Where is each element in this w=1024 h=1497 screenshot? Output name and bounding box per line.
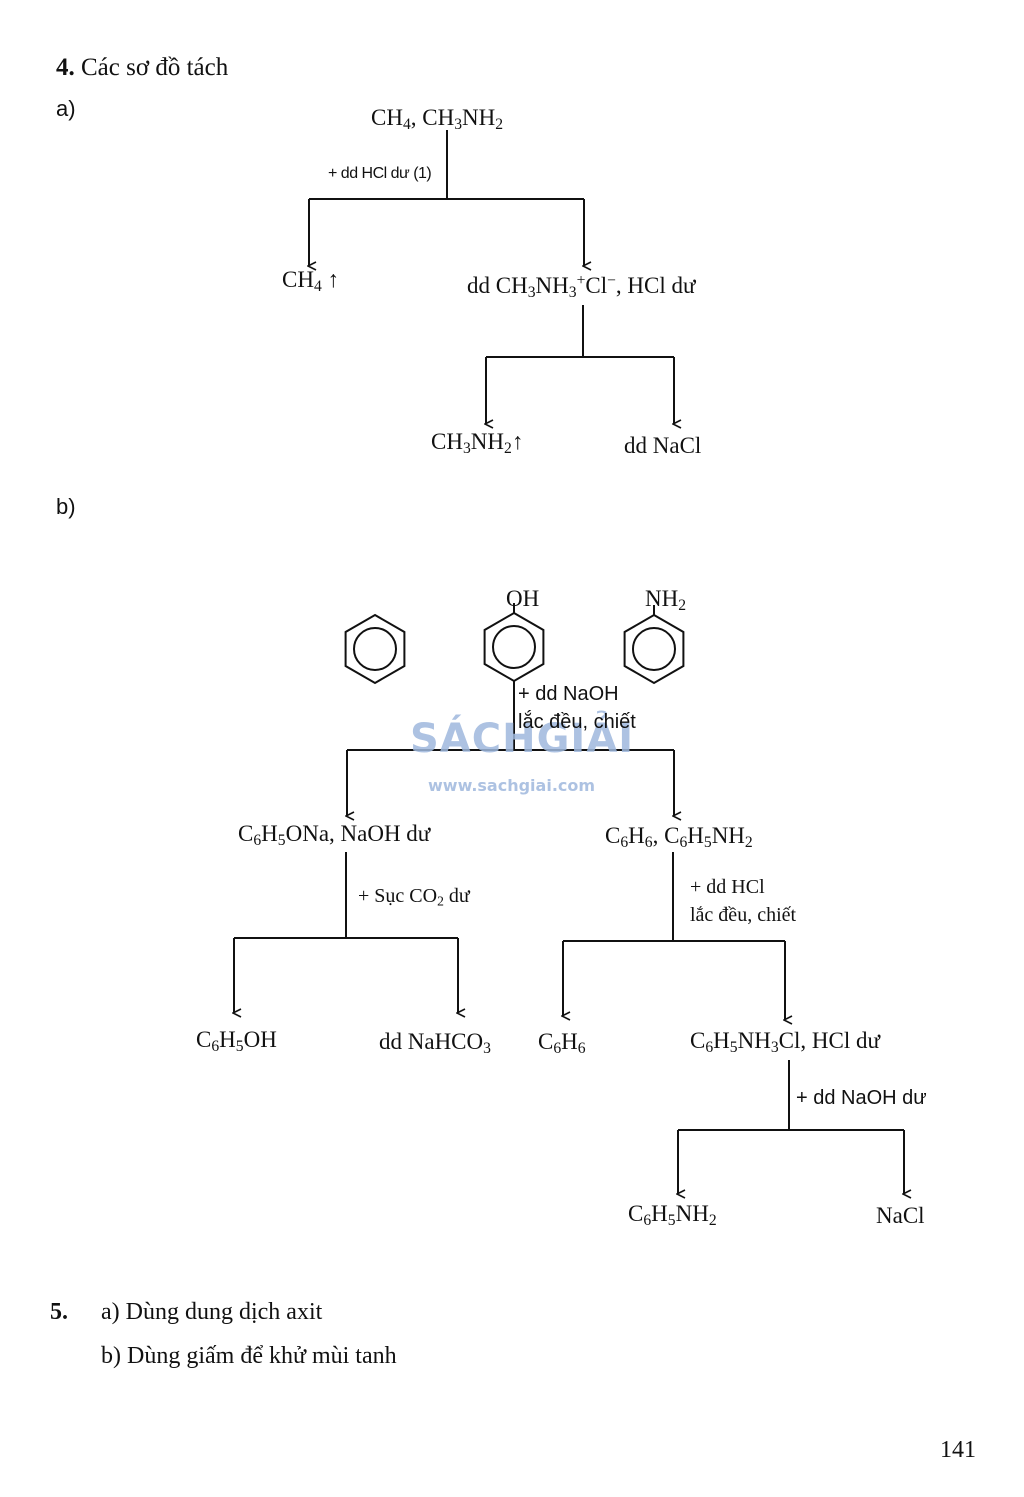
aniline-ring-icon — [623, 605, 685, 685]
benzene-ring-icon — [344, 613, 406, 685]
product-nahco3: dd NaHCO3 — [379, 1029, 491, 1057]
product-aniline: C6H5NH2 — [628, 1201, 717, 1229]
section-5-answer-b: b) Dùng giấm để khử mùi tanh — [101, 1343, 397, 1369]
section-4-number: 4. — [56, 54, 75, 81]
section-5-answer-a: a) Dùng dung dịch axit — [101, 1299, 323, 1325]
reagent-hcl-b-label: + dd HCl — [690, 876, 765, 898]
reagent-hcl-b-note: lắc đều, chiết — [690, 904, 797, 926]
product-ch4-gas: CH4 ↑ — [282, 267, 340, 295]
page-number: 141 — [940, 1437, 976, 1463]
phenol-ring-icon — [483, 603, 545, 683]
phenol-substituent-oh: OH — [506, 586, 540, 611]
aniline-substituent-nh2: NH2 — [645, 586, 687, 614]
solution-methylammonium: dd CH3NH3+Cl−, HCl dư — [467, 272, 696, 301]
product-nacl-solution: dd NaCl — [624, 433, 702, 458]
product-anilinium-chloride: C6H5NH3Cl, HCl dư — [690, 1028, 880, 1056]
start-mixture-a: CH4, CH3NH2 — [371, 105, 504, 133]
product-benzene: C6H6 — [538, 1029, 586, 1057]
watermark-url: www.sachgiai.com — [428, 776, 596, 795]
watermark-logo: SÁCHGIẢI — [410, 716, 635, 762]
branch-sodium-phenolate: C6H5ONa, NaOH dư — [238, 821, 431, 849]
product-ch3nh2-gas: CH3NH2↑ — [431, 429, 524, 457]
reagent-naoh-note: lắc đều, chiết — [518, 711, 636, 733]
product-nacl-final: NaCl — [876, 1203, 925, 1228]
reagent-hcl-label: + dd HCl dư (1) — [328, 165, 432, 182]
part-b-label: b) — [56, 494, 76, 519]
branch-benzene-aniline: C6H6, C6H5NH2 — [605, 823, 753, 851]
section-4-title: Các sơ đồ tách — [81, 54, 229, 81]
part-a-label: a) — [56, 96, 76, 121]
reagent-naoh-label: + dd NaOH — [518, 683, 619, 705]
section-4-heading: 4. Các sơ đồ tách — [56, 55, 228, 80]
reagent-co2-label: + Sục CO2 dư — [358, 885, 470, 909]
reagent-naoh-excess-label: + dd NaOH dư — [796, 1087, 927, 1109]
section-5-number: 5. — [50, 1299, 68, 1325]
product-phenol: C6H5OH — [196, 1027, 277, 1055]
